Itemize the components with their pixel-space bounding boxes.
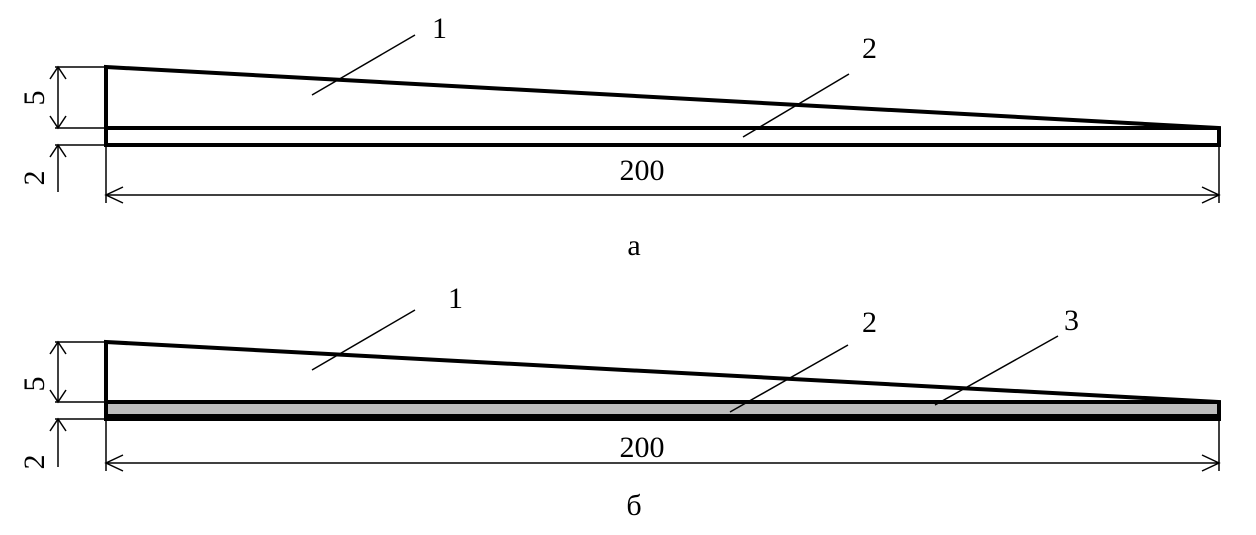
arrow-5-bot-b (49, 389, 67, 404)
leader-3-b (934, 335, 1059, 406)
dim-label-200-a: 200 (620, 154, 665, 187)
dim-label-2-b: 2 (18, 455, 51, 470)
leader-1-b (311, 309, 416, 371)
figure-b: 1 2 3 5 2 200 б (18, 282, 1221, 522)
dim-label-5-b: 5 (18, 377, 51, 392)
arrow-5-top-a (49, 65, 67, 80)
figure-a: 1 2 5 2 200 а (18, 12, 1221, 262)
callout-2-a: 2 (862, 32, 877, 65)
dim-label-200-b: 200 (620, 431, 665, 464)
leader-2-b (729, 344, 849, 413)
arrow-5-bot-a (49, 115, 67, 130)
dim-label-5-a: 5 (18, 91, 51, 106)
arrow-200-right-a (1201, 186, 1221, 204)
leader-1-a (311, 34, 416, 96)
arrow-2-b (49, 417, 67, 432)
callout-1-b: 1 (448, 282, 463, 315)
arrow-200-left-b (104, 454, 124, 472)
layer-part-3-b (106, 403, 1219, 416)
callout-3-b: 3 (1064, 304, 1079, 337)
callout-1-a: 1 (432, 12, 447, 45)
callout-2-b: 2 (862, 306, 877, 339)
arrow-5-top-b (49, 340, 67, 355)
caption-a: а (627, 229, 640, 262)
arrow-200-right-b (1201, 454, 1221, 472)
dim-label-2-a: 2 (18, 171, 51, 186)
leader-2-a (742, 73, 850, 138)
wedge-part-1-a (104, 64, 1221, 147)
arrow-200-left-a (104, 186, 124, 204)
caption-b: б (626, 489, 641, 522)
arrow-2-a (49, 143, 67, 158)
